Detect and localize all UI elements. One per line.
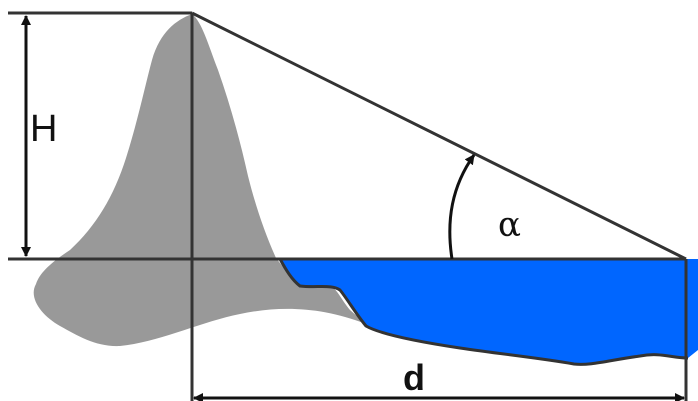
sight-line bbox=[191, 11, 687, 261]
water-bottom-line bbox=[278, 258, 689, 366]
mountain-shape bbox=[33, 14, 366, 347]
distance-label: d bbox=[403, 357, 425, 398]
angle-label: α bbox=[498, 205, 521, 245]
height-label: H bbox=[30, 108, 57, 150]
water-body bbox=[280, 259, 698, 365]
angle-arc bbox=[448, 154, 476, 260]
